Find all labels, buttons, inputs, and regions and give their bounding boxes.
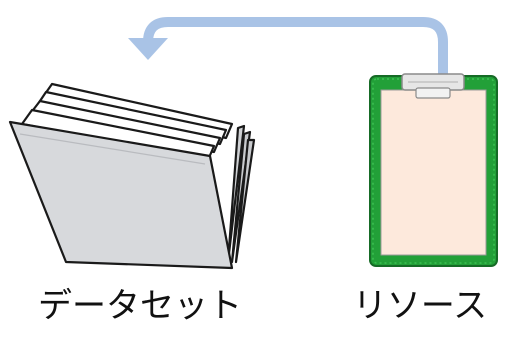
resource-label: リソース: [352, 286, 488, 326]
relation-arrow: [128, 17, 448, 78]
clipboard-icon: [369, 73, 498, 267]
accordion-folder-icon: [8, 82, 256, 270]
dataset-label: データセット: [38, 286, 242, 326]
